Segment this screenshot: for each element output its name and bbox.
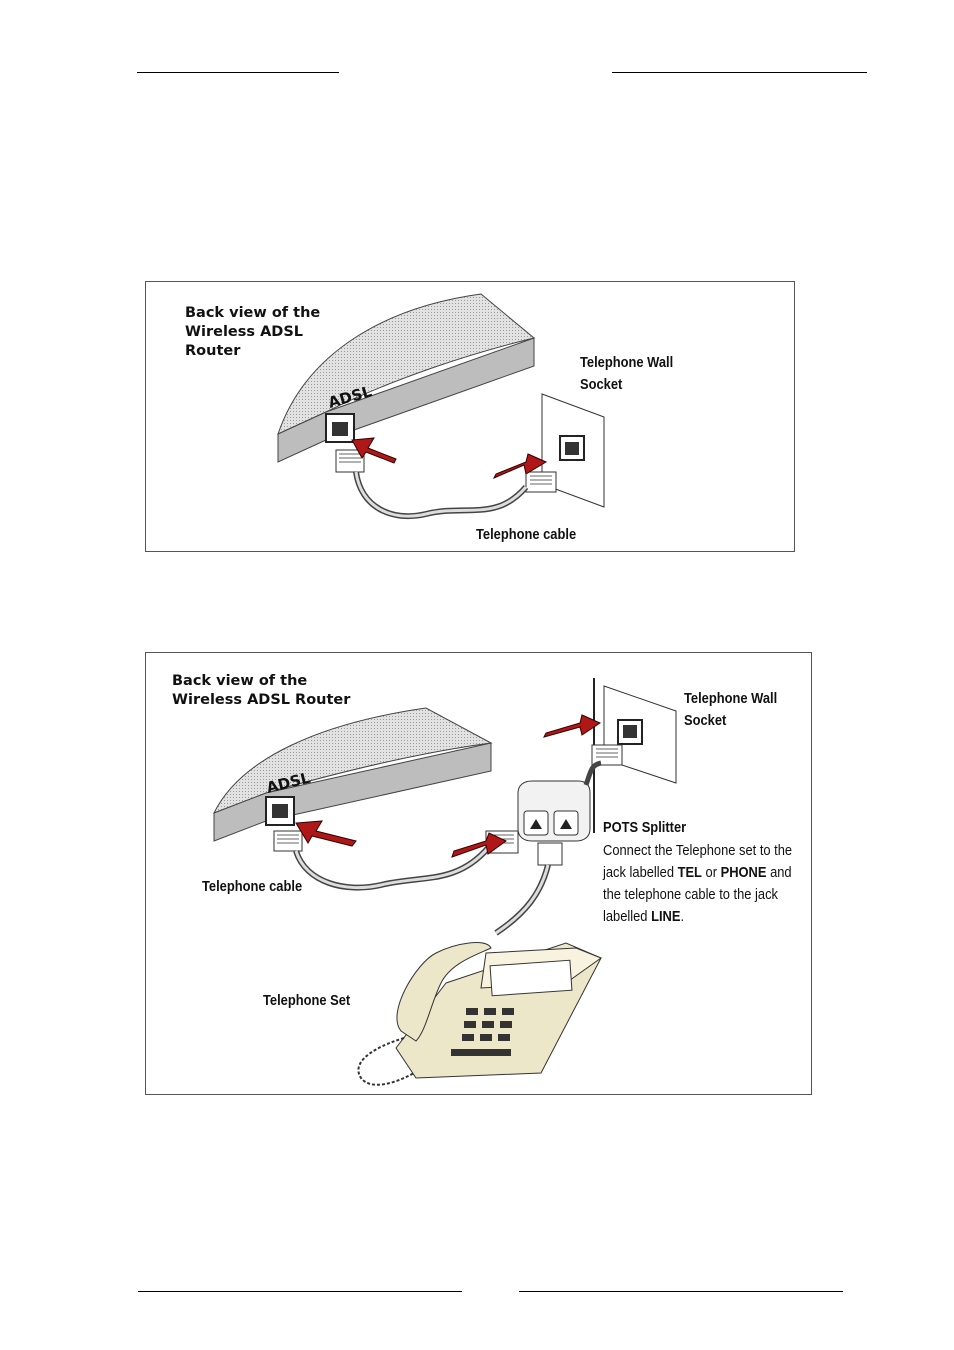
arrow-to-splitter <box>451 832 507 858</box>
pots-splitter-title: POTS Splitter <box>603 819 687 836</box>
figure1-illustration: ADSL <box>277 293 605 520</box>
router-body <box>277 293 536 435</box>
wall-plug <box>525 471 557 493</box>
pots-splitter-note: Connect the Telephone set to the jack la… <box>603 842 793 925</box>
handset <box>396 942 492 1042</box>
router-plug <box>273 830 303 852</box>
telephone-cable-label: Telephone cable <box>202 878 303 895</box>
footer-rule-right <box>519 1291 843 1292</box>
wall-socket-label: Telephone Wall Socket <box>684 690 778 729</box>
arrow-to-router <box>351 437 397 464</box>
wall-plug <box>591 744 623 766</box>
header-rule-right <box>612 72 867 73</box>
header-rule-left <box>137 72 339 73</box>
router-label: Back view of the Wireless ADSL Router <box>172 673 351 708</box>
router-label: Back view of the Wireless ADSL Router <box>185 305 321 359</box>
telephone-cable-label: Telephone cable <box>476 526 577 543</box>
figure-direct-connection: ADSL Back view of the Wireless ADSL Rout… <box>145 281 795 552</box>
figure-splitter-connection: ADSL <box>145 652 812 1095</box>
telephone-set-label: Telephone Set <box>263 992 351 1009</box>
arrow-to-router <box>295 820 357 847</box>
router-plug <box>335 449 365 473</box>
phone-plug <box>537 842 563 866</box>
arrow-to-wall <box>492 453 548 480</box>
arrow-to-wall <box>543 714 602 738</box>
footer-rule-left <box>138 1291 462 1292</box>
wall-socket-label: Telephone Wall Socket <box>580 354 674 393</box>
figure2-illustration: ADSL <box>212 678 677 1086</box>
